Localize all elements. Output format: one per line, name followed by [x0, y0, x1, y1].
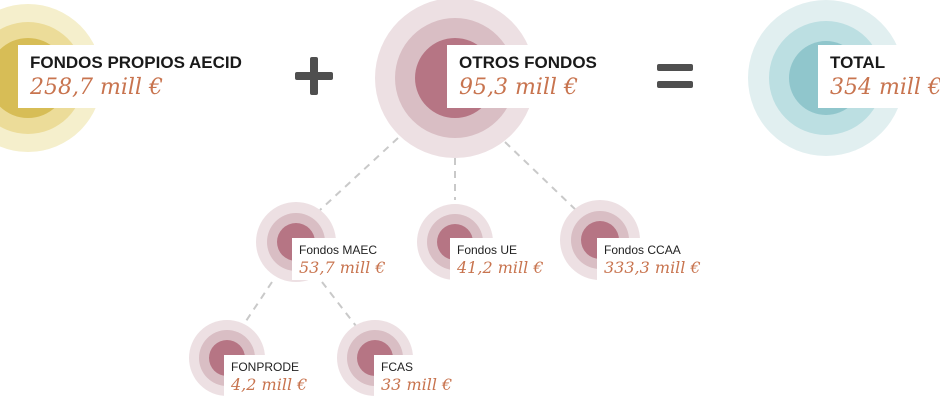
- node-value: 41,2 mill €: [457, 258, 544, 277]
- plus-icon: [295, 57, 333, 95]
- node-fondos-ccaa: Fondos CCAA 333,3 mill €: [597, 238, 709, 280]
- connector-maec-fonprode: [239, 281, 273, 331]
- node-value: 354 mill €: [830, 75, 940, 100]
- connector-otros-maec: [319, 137, 399, 211]
- node-fondos-ue: Fondos UE 41,2 mill €: [450, 238, 552, 280]
- node-title: TOTAL: [830, 53, 886, 72]
- node-value: 95,3 mill €: [459, 75, 578, 100]
- equals-top-bar: [657, 64, 693, 71]
- node-value: 258,7 mill €: [30, 75, 163, 100]
- plus-vertical-bar: [310, 57, 318, 95]
- node-title: Fondos UE: [457, 243, 518, 257]
- node-title: OTROS FONDOS: [459, 53, 597, 72]
- node-fondos-maec: Fondos MAEC 53,7 mill €: [292, 238, 394, 280]
- node-title: Fondos CCAA: [604, 243, 681, 257]
- node-total: TOTAL 354 mill €: [818, 45, 940, 108]
- node-otros-fondos: OTROS FONDOS 95,3 mill €: [447, 45, 611, 108]
- connector-maec-fcas: [321, 281, 357, 327]
- node-value: 33 mill €: [381, 375, 453, 394]
- connector-lines: [239, 137, 579, 331]
- node-fcas: FCAS 33 mill €: [374, 355, 461, 397]
- node-title: FONDOS PROPIOS AECID: [30, 53, 242, 72]
- node-title: Fondos MAEC: [299, 243, 378, 257]
- connector-otros-ccaa: [504, 141, 579, 213]
- node-value: 53,7 mill €: [299, 258, 386, 277]
- equals-icon: [657, 64, 693, 90]
- node-value: 333,3 mill €: [604, 258, 701, 277]
- node-fondos-propios: FONDOS PROPIOS AECID 258,7 mill €: [18, 45, 256, 108]
- node-value: 4,2 mill €: [231, 375, 308, 394]
- node-title: FCAS: [381, 360, 414, 374]
- equals-bottom-bar: [657, 81, 693, 88]
- node-fonprode: FONPRODE 4,2 mill €: [224, 355, 316, 397]
- node-title: FONPRODE: [231, 360, 300, 374]
